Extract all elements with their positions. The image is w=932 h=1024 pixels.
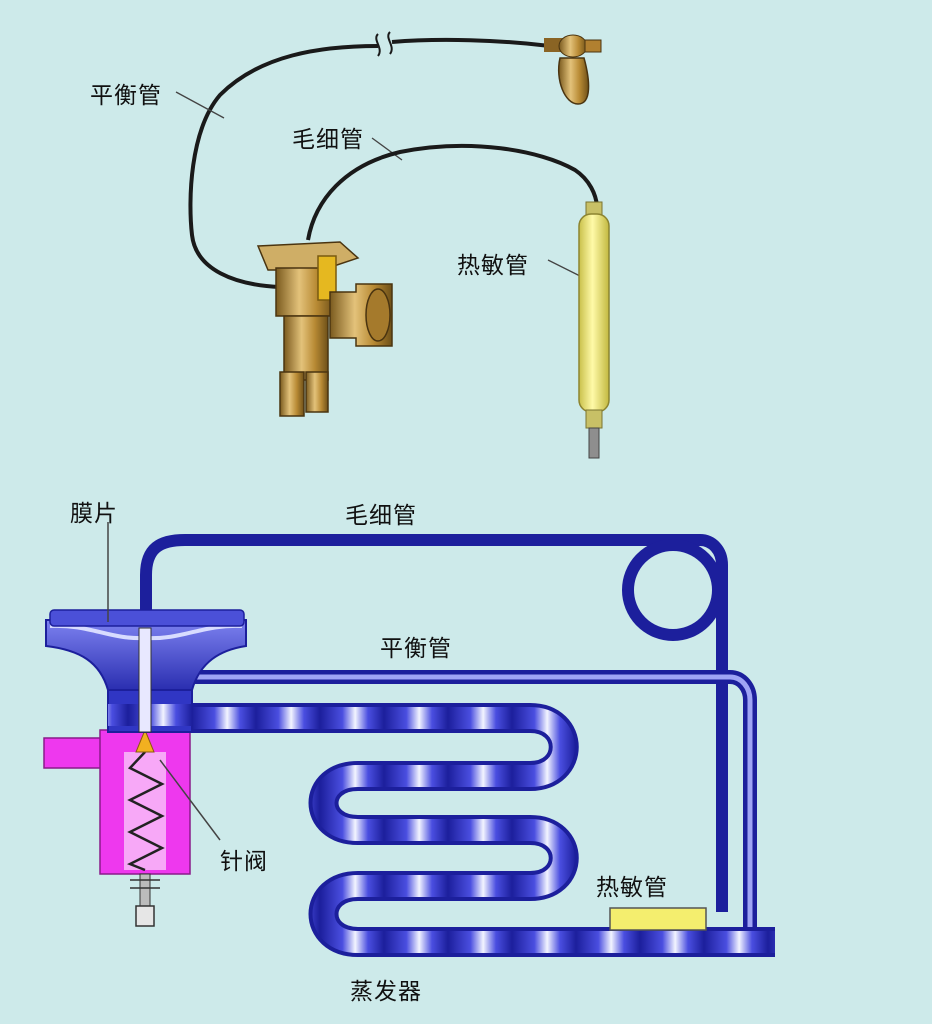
needle-valve-tip — [135, 728, 155, 753]
bottom-figure — [43, 522, 775, 957]
top-figure — [175, 31, 610, 459]
diaphragm-top — [49, 609, 245, 627]
balance-tube-line — [188, 44, 379, 289]
capillary-to-bulb — [699, 534, 728, 912]
tube-break-mark — [375, 31, 393, 57]
capillary-leader — [371, 137, 403, 161]
bottom-sensing-bulb-label: 热敏管 — [596, 875, 668, 901]
balance-tube-leader — [175, 91, 225, 119]
capillary-line — [306, 143, 599, 241]
expansion-valve-body — [256, 241, 393, 417]
sensing-bulb-top — [578, 201, 610, 459]
top-sensing-bulb-label: 热敏管 — [457, 253, 529, 279]
balance-tube-line-right — [391, 37, 551, 48]
valve-stem — [138, 627, 152, 733]
needle-valve-label: 针阀 — [220, 849, 268, 875]
spring — [126, 751, 165, 872]
top-capillary-label: 毛细管 — [292, 127, 364, 153]
needle-valve-leader — [159, 759, 221, 841]
adjusting-screw — [130, 873, 160, 927]
valve-body — [43, 728, 191, 875]
bottom-capillary-label: 毛细管 — [345, 503, 417, 529]
evaporator-coil — [160, 703, 775, 957]
capillary-tube-bottom — [140, 534, 700, 612]
bulb-leader — [547, 259, 585, 279]
evaporator-label: 蒸发器 — [350, 979, 422, 1005]
top-balance-tube-label: 平衡管 — [90, 83, 162, 109]
sensing-bulb-bottom — [609, 907, 707, 931]
capillary-coil — [622, 539, 724, 641]
diaphragm-label: 膜片 — [70, 501, 118, 527]
bottom-balance-tube-label: 平衡管 — [380, 636, 452, 662]
balance-tube-fitting — [544, 34, 602, 105]
